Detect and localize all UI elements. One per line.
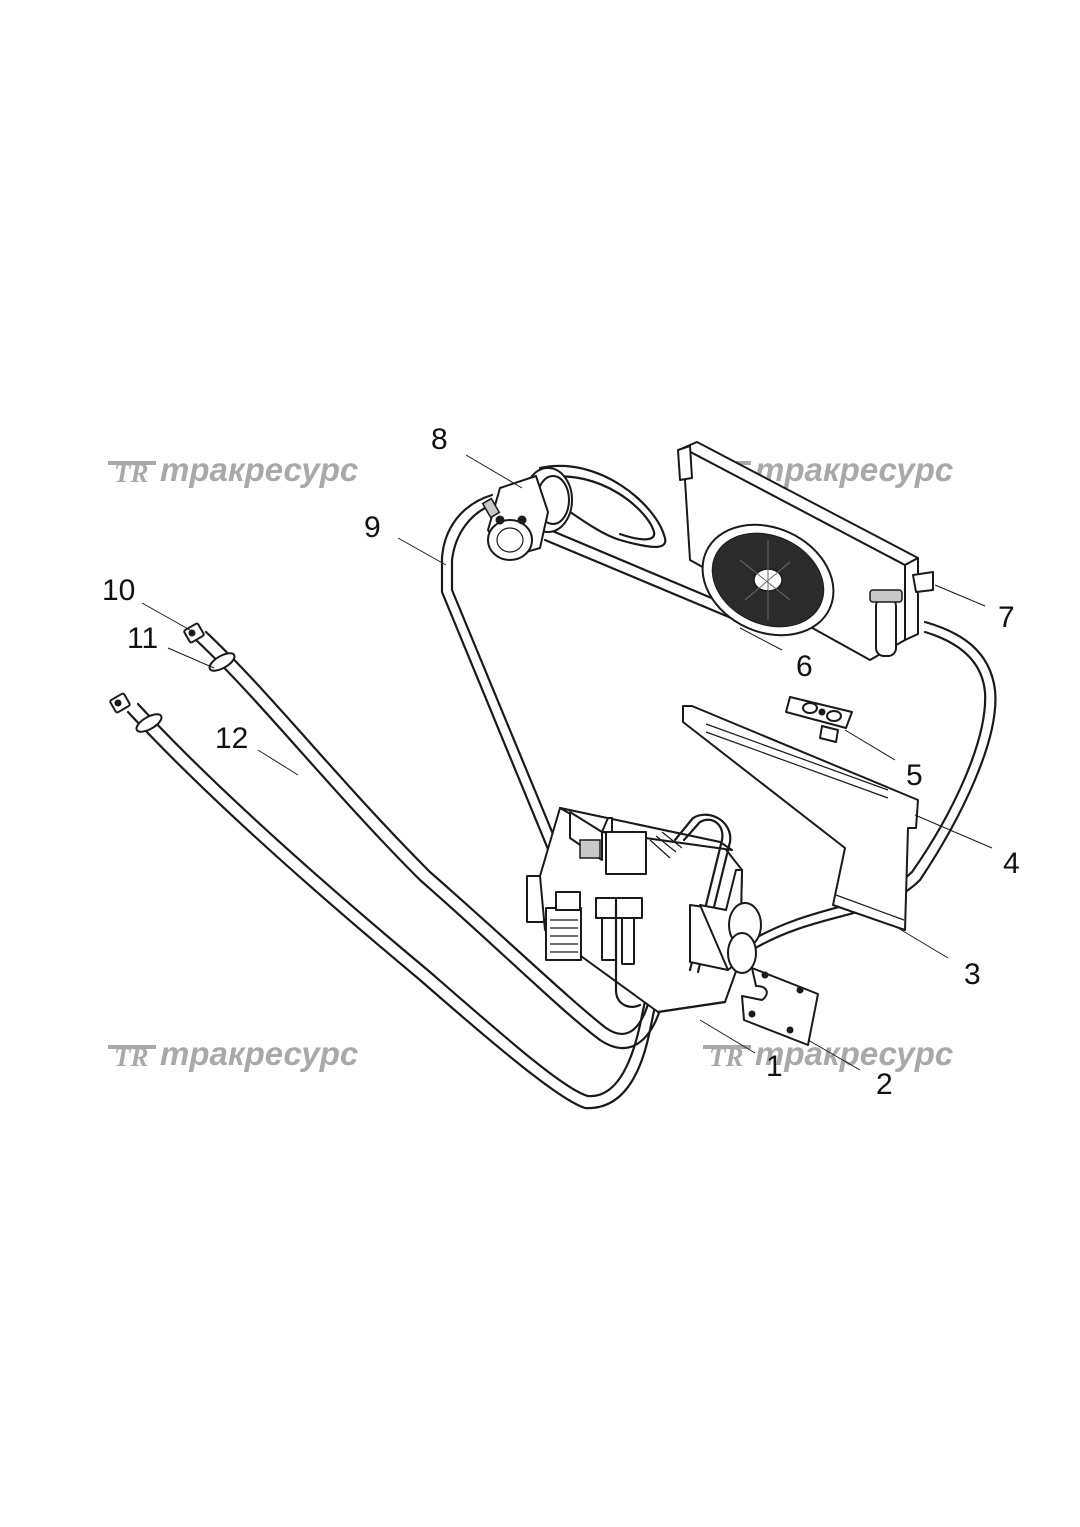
- hose-12: [126, 702, 674, 1110]
- watermark-bottom-right: TR тракресурс: [703, 1035, 953, 1072]
- callout-2: 2: [876, 1068, 893, 1101]
- watermark-text: тракресурс: [160, 1035, 358, 1072]
- callout-4: 4: [1003, 847, 1020, 880]
- callout-6: 6: [796, 650, 813, 683]
- callout-12: 12: [215, 722, 248, 755]
- callout-10: 10: [102, 574, 135, 607]
- evaporator-unit: [526, 807, 762, 1014]
- watermark-bottom-left: TR тракресурс: [108, 1035, 358, 1072]
- callout-3: 3: [964, 958, 981, 991]
- callout-11: 11: [127, 622, 158, 655]
- fitting-12: [109, 692, 163, 733]
- watermark-top-right: TR тракресурс: [703, 451, 953, 488]
- fitting-10: [183, 622, 205, 644]
- watermark-text: тракресурс: [755, 451, 953, 488]
- watermark-top-left: TR тракресурс: [108, 451, 358, 488]
- grommet-11: [208, 652, 236, 672]
- drive-belt: [538, 464, 667, 549]
- watermark-text: тракресурс: [160, 451, 358, 488]
- watermark-text: тракресурс: [755, 1035, 953, 1072]
- compressor: [481, 467, 573, 561]
- watermark-logo: TR: [114, 1042, 149, 1072]
- hose-10: [194, 630, 690, 1050]
- callout-1: 1: [766, 1050, 783, 1083]
- callout-8: 8: [431, 423, 448, 456]
- control-panel: [785, 696, 853, 743]
- callout-5: 5: [906, 759, 923, 792]
- callout-7: 7: [998, 601, 1015, 634]
- hose-4: [750, 620, 997, 952]
- watermark-logo: TR: [114, 458, 149, 488]
- callout-9: 9: [364, 511, 381, 544]
- mounting-plate: [741, 967, 819, 1046]
- leader-lines: [141, 454, 993, 1071]
- panel-bracket: [682, 705, 919, 931]
- condenser-with-fan: [677, 441, 934, 661]
- watermark-logo: TR: [709, 1042, 744, 1072]
